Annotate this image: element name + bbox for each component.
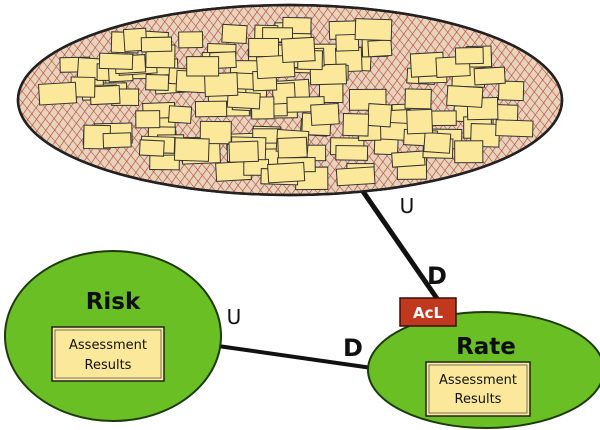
sticky-note [335,145,369,161]
sticky-note [186,56,220,77]
sticky-note [310,103,340,126]
sticky-note [140,36,173,53]
sticky-note [495,119,534,138]
sticky-note [391,150,426,168]
risk-box-line1: Assessment [69,338,147,353]
sticky-note [335,33,360,52]
sticky-note [228,140,259,163]
sticky-note [354,18,393,42]
sticky-note [454,46,484,65]
anti-corruption-layer-badge: AcL [399,297,457,327]
sticky-note [178,31,204,49]
risk-context-title: Risk [86,289,141,315]
sticky-note [199,120,232,145]
sticky-note [203,72,239,98]
rate-context: Rate Assessment Results [367,311,600,429]
upstream-mud-label: U [400,194,415,218]
sticky-note [98,52,134,70]
upstream-risk-label: U [227,305,242,329]
sticky-note [138,139,165,157]
risk-context: Risk Assessment Results [4,250,222,422]
rate-box-line2: Results [455,392,502,407]
sticky-note [145,73,170,91]
sticky-note [277,136,308,159]
rate-assessment-results-box [425,361,531,417]
big-ball-of-mud-context [16,3,564,197]
sticky-note [248,37,280,58]
sticky-note [221,23,248,45]
sticky-note [454,140,484,164]
sticky-note [267,161,306,184]
sticky-notes-cluster [37,16,534,191]
sticky-note [167,105,193,124]
rate-context-title: Rate [456,334,516,360]
sticky-note [173,137,210,162]
connector-risk-to-rate [216,344,374,370]
sticky-note [37,81,78,106]
sticky-note [335,166,376,187]
sticky-note [404,88,432,110]
risk-assessment-results-box [51,326,165,382]
rate-box-line1: Assessment [439,373,517,388]
connector-mud-to-rate [359,187,441,303]
sticky-note [366,103,393,128]
sticky-note [226,91,261,110]
acl-label: AcL [413,304,444,322]
sticky-note [423,131,452,154]
sticky-note [102,132,132,149]
risk-box-line2: Results [85,358,132,373]
downstream-rate-left-label: D [343,334,363,362]
sticky-note [135,110,161,129]
sticky-note [194,100,228,118]
downstream-rate-top-label: D [427,262,447,290]
sticky-note [281,36,316,64]
sticky-note [446,85,484,108]
sticky-note [342,112,370,137]
sticky-note [406,108,434,135]
sticky-note [497,80,525,102]
sticky-note [473,66,506,86]
sticky-note [367,39,393,58]
